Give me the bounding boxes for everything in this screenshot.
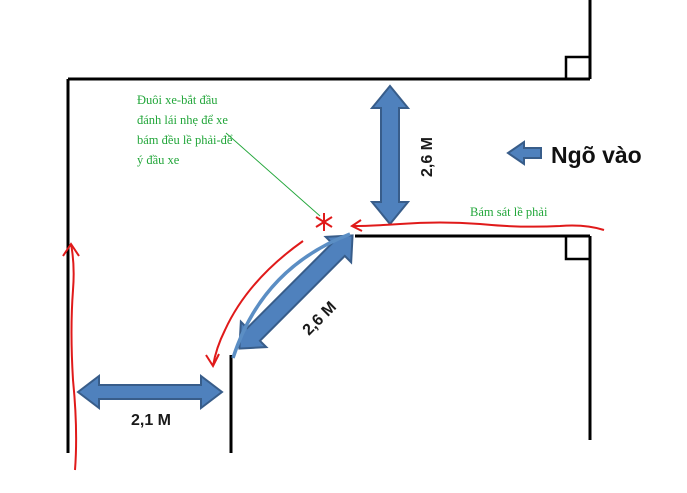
entrance-arrow-icon <box>506 140 542 166</box>
note-line: đánh lái nhẹ để xe <box>137 113 228 127</box>
diagonal-dimension-label: 2,6 M <box>300 299 340 339</box>
double-arrow-horizontal-icon <box>76 373 224 411</box>
note-line: ý đầu xe <box>137 153 180 167</box>
horizontal-dimension-label: 2,1 M <box>131 412 171 429</box>
note-line: Đuôi xe-bắt đầu <box>137 93 218 107</box>
asterisk-icon <box>315 213 333 231</box>
steering-curve <box>231 232 351 359</box>
turn-arrowhead <box>205 353 220 369</box>
entrance-label: Ngõ vào <box>551 142 642 168</box>
vertical-dimension-label: 2,6 M <box>419 137 436 177</box>
vertical-dimension-arrow <box>369 84 411 226</box>
exit-path <box>70 243 78 471</box>
horizontal-dimension-arrow <box>76 373 224 411</box>
right-angle-icon <box>564 55 590 261</box>
hug-right-curb-label: Bám sát lề phải <box>470 205 548 219</box>
note-line: bám đều lề phải-để <box>137 133 233 147</box>
double-arrow-vertical-icon <box>369 84 411 226</box>
vehicle-path <box>62 219 605 471</box>
exit-arrowhead <box>62 242 80 257</box>
instruction-note: Đuôi xe-bắt đầu đánh lái nhẹ để xe bám đ… <box>137 93 236 167</box>
walls <box>66 0 592 453</box>
turn-path <box>212 240 304 367</box>
approach-path <box>351 221 605 231</box>
note-leader-line <box>225 132 321 217</box>
approach-arrowhead <box>350 219 363 232</box>
